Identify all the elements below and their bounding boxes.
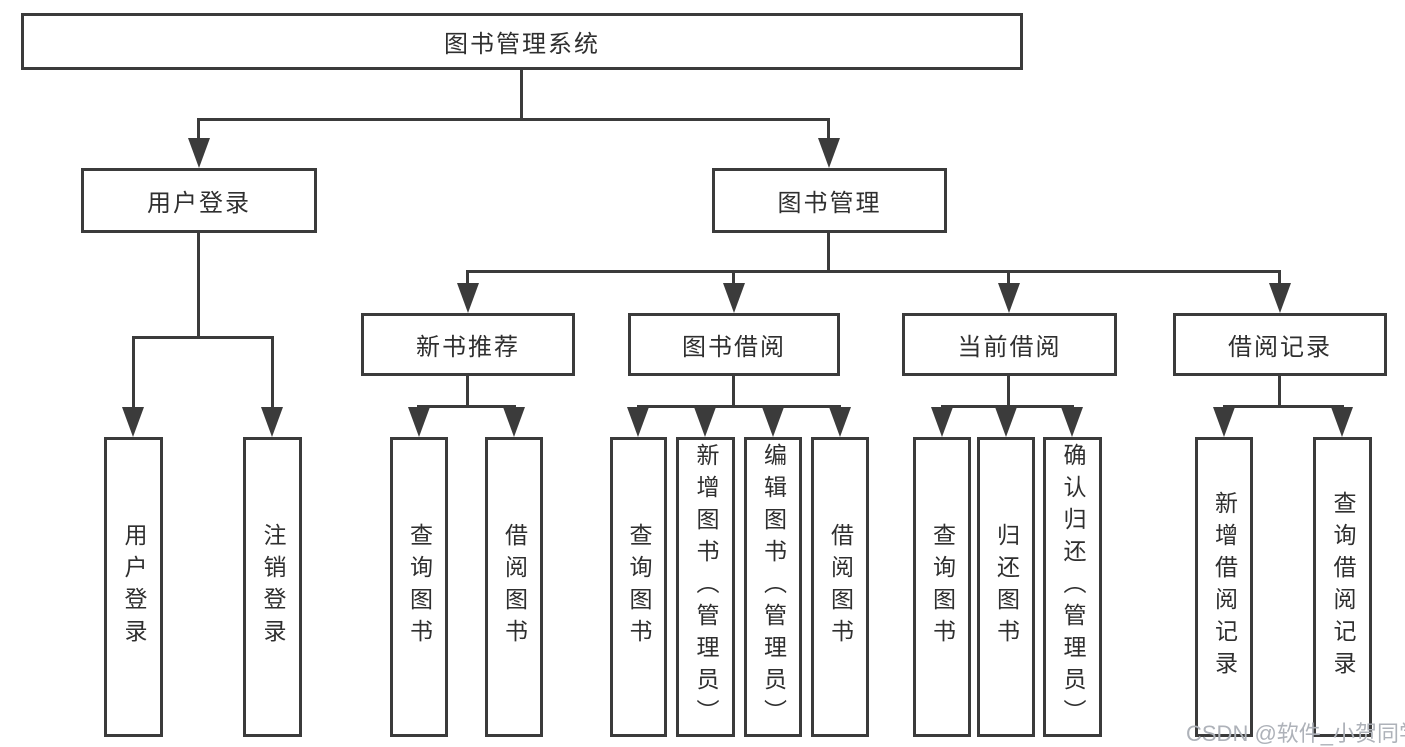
connector-user-login-branch [132, 336, 274, 339]
arrowhead-to-current-borrowing [998, 283, 1020, 313]
arrowhead-to-br-add [1213, 407, 1235, 437]
leaf-br-query-record: 查询借阅记录 [1313, 437, 1372, 737]
leaf-label: 查询图书 [406, 523, 433, 651]
leaf-bb-query-books: 查询图书 [610, 437, 667, 737]
node-borrowing-records: 借阅记录 [1173, 313, 1387, 376]
node-label: 用户登录 [147, 190, 251, 217]
leaf-label: 注销登录 [260, 523, 286, 651]
connector-user-login-drop-1 [132, 336, 135, 410]
arrowhead-to-user-login [188, 138, 210, 168]
connector-cb-branch [941, 405, 1074, 408]
arrowhead-to-nb-borrow [503, 407, 525, 437]
arrowhead-to-leaf-logout [261, 407, 283, 437]
arrowhead-to-bb-edit [762, 407, 784, 437]
connector-root-riser [520, 70, 523, 118]
arrowhead-to-cb-confirm [1061, 407, 1083, 437]
leaf-label: 确认归还（管理员） [1060, 443, 1086, 731]
connector-book-mgmt-riser [827, 233, 830, 270]
connector-root-drop-left [197, 118, 200, 144]
connector-root-branch [197, 118, 830, 121]
connector-book-mgmt-drop-2 [732, 270, 735, 286]
arrowhead-to-book-borrowing [723, 283, 745, 313]
leaf-label: 新增借阅记录 [1211, 491, 1238, 683]
node-book-borrowing: 图书借阅 [628, 313, 840, 376]
arrowhead-to-leaf-user-login [122, 407, 144, 437]
leaf-label: 借阅图书 [827, 523, 854, 651]
connector-book-mgmt-drop-1 [466, 270, 469, 286]
leaf-label: 用户登录 [121, 523, 147, 651]
leaf-br-add-record: 新增借阅记录 [1195, 437, 1253, 737]
leaf-label: 归还图书 [993, 523, 1020, 651]
arrowhead-to-new-book-recommend [457, 283, 479, 313]
connector-bb-branch [637, 405, 841, 408]
node-label: 图书管理系统 [444, 31, 600, 58]
leaf-cb-confirm-return-admin: 确认归还（管理员） [1043, 437, 1102, 737]
connector-user-login-riser [197, 233, 200, 336]
connector-bb-riser [732, 376, 735, 405]
node-label: 新书推荐 [416, 334, 520, 361]
arrowhead-to-cb-return [995, 407, 1017, 437]
connector-book-mgmt-drop-3 [1007, 270, 1010, 286]
node-current-borrowing: 当前借阅 [902, 313, 1117, 376]
leaf-user-login: 用户登录 [104, 437, 163, 737]
arrowhead-to-book-management [818, 138, 840, 168]
leaf-label: 查询图书 [626, 523, 652, 651]
arrowhead-to-cb-query [931, 407, 953, 437]
arrowhead-to-borrowing-records [1269, 283, 1291, 313]
node-label: 借阅记录 [1228, 334, 1332, 361]
leaf-label: 借阅图书 [501, 523, 528, 651]
leaf-nb-borrow-books: 借阅图书 [485, 437, 543, 737]
node-book-management: 图书管理 [712, 168, 947, 233]
connector-nb-branch [417, 405, 516, 408]
leaf-bb-edit-books-admin: 编辑图书（管理员） [744, 437, 802, 737]
arrowhead-to-nb-query [408, 407, 430, 437]
leaf-cb-query-books: 查询图书 [913, 437, 971, 737]
leaf-cb-return-books: 归还图书 [977, 437, 1035, 737]
node-user-login: 用户登录 [81, 168, 317, 233]
node-label: 图书借阅 [682, 334, 786, 361]
node-label: 当前借阅 [957, 334, 1062, 361]
leaf-logout-login: 注销登录 [243, 437, 302, 737]
connector-nb-riser [466, 376, 469, 405]
leaf-label: 编辑图书（管理员） [760, 443, 787, 731]
connector-br-branch [1223, 405, 1344, 408]
csdn-watermark: CSDN @软件_小贺同学 [1186, 721, 1405, 746]
connector-book-mgmt-branch [466, 270, 1281, 273]
node-label: 图书管理 [777, 190, 882, 217]
arrowhead-to-bb-add [694, 407, 716, 437]
arrowhead-to-br-query [1331, 407, 1353, 437]
leaf-label: 新增图书（管理员） [693, 443, 719, 731]
arrowhead-to-bb-borrow [829, 407, 851, 437]
leaf-bb-add-books-admin: 新增图书（管理员） [676, 437, 735, 737]
connector-root-drop-right [827, 118, 830, 144]
leaf-bb-borrow-books: 借阅图书 [811, 437, 869, 737]
connector-br-riser [1278, 376, 1281, 405]
connector-user-login-drop-2 [271, 336, 274, 410]
node-library-management-system: 图书管理系统 [21, 13, 1023, 70]
connector-book-mgmt-drop-4 [1278, 270, 1281, 286]
connector-cb-riser [1007, 376, 1010, 405]
leaf-nb-query-books: 查询图书 [390, 437, 448, 737]
leaf-label: 查询借阅记录 [1330, 491, 1356, 683]
arrowhead-to-bb-query [627, 407, 649, 437]
node-new-book-recommend: 新书推荐 [361, 313, 575, 376]
leaf-label: 查询图书 [929, 523, 956, 651]
